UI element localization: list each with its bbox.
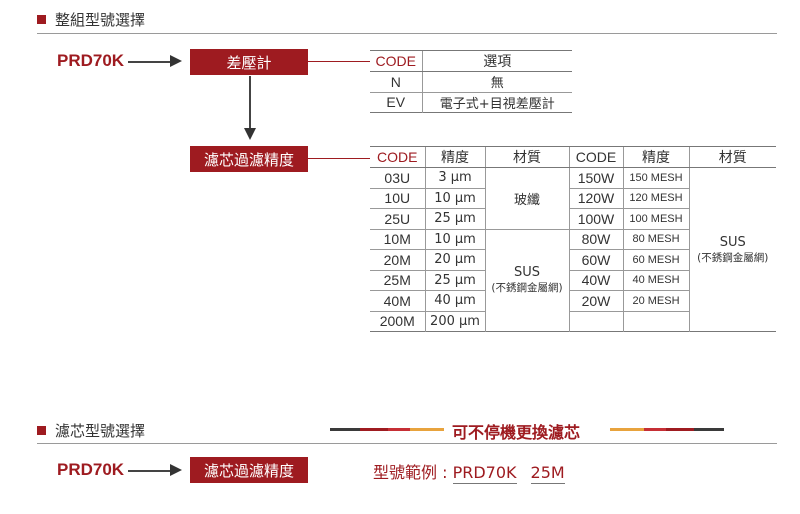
table-cell-code: EV bbox=[386, 94, 406, 111]
table-cell-empty bbox=[622, 311, 689, 332]
table-cell-code: 80W bbox=[568, 229, 623, 250]
table-cell-precision: 60 MESH bbox=[622, 249, 689, 270]
table-row: N 無 bbox=[370, 71, 572, 92]
table-cell-precision: 100 MESH bbox=[622, 208, 689, 229]
table-cell-option: 電子式+目視差壓計 bbox=[421, 92, 572, 113]
table-header-row: CODE 選項 bbox=[370, 50, 572, 72]
gauge-option-table: CODE 選項 N 無 EV 電子式+目視差壓計 bbox=[370, 50, 572, 113]
section-title: 整組型號選擇 bbox=[55, 11, 146, 29]
material-sub: (不銹鋼金屬網) bbox=[697, 251, 769, 264]
table-row: 40M 40 μm 20W 20 MESH bbox=[370, 290, 776, 311]
table-cell-code: 150W bbox=[568, 167, 623, 188]
table-row: 03U 3 μm 玻纖 150W 150 MESH SUS (不銹鋼金屬網) bbox=[370, 167, 776, 332]
banner-stripe bbox=[388, 428, 410, 431]
section-bullet-icon bbox=[37, 426, 46, 435]
table-header-precision: 精度 bbox=[424, 146, 485, 168]
table-header-code: CODE bbox=[370, 146, 425, 168]
table-cell-code: 60W bbox=[568, 249, 623, 270]
example-model: PRD70K bbox=[452, 463, 517, 484]
table-cell-code: N bbox=[390, 73, 401, 90]
table-cell-precision: 40 MESH bbox=[622, 270, 689, 291]
table-cell-precision: 3 μm bbox=[424, 167, 485, 188]
model-code: PRD70K bbox=[57, 51, 125, 70]
table-cell-code: 40W bbox=[568, 270, 623, 291]
table-cell-precision: 80 MESH bbox=[622, 229, 689, 250]
material-main: SUS bbox=[513, 265, 541, 281]
table-row: EV 電子式+目視差壓計 bbox=[370, 92, 572, 113]
table-cell-precision: 10 μm bbox=[424, 188, 485, 209]
table-header-material: 材質 bbox=[688, 146, 776, 168]
table-cell-code: 25M bbox=[383, 272, 411, 289]
banner-stripe bbox=[330, 428, 360, 431]
table-cell-precision: 25 μm bbox=[424, 270, 485, 291]
step-filter-box: 濾芯過濾精度 bbox=[190, 146, 308, 172]
table-cell-precision: 20 MESH bbox=[622, 290, 689, 311]
table-row: 10U 10 μm 120W 120 MESH bbox=[370, 188, 776, 209]
table-cell-precision: 120 MESH bbox=[622, 188, 689, 209]
table-cell-code: 20W bbox=[568, 290, 623, 311]
table-cell-option: 無 bbox=[421, 71, 572, 92]
section-divider bbox=[37, 443, 777, 444]
table-cell-code: 200M bbox=[379, 313, 415, 330]
banner-text: 可不停機更換濾芯 bbox=[452, 423, 581, 442]
table-row: 25U 25 μm 100W 100 MESH bbox=[370, 208, 776, 229]
arrow-right-icon bbox=[170, 55, 182, 67]
model-code: PRD70K bbox=[57, 460, 125, 479]
example-code: 25M bbox=[530, 463, 565, 484]
arrow-right-icon bbox=[170, 464, 182, 476]
table-header-row: CODE 精度 材質 CODE 精度 材質 bbox=[370, 146, 776, 168]
banner-stripe bbox=[360, 428, 388, 431]
table-header-code: CODE bbox=[568, 146, 623, 168]
material-main: SUS bbox=[719, 234, 746, 250]
table-row: 10M 10 μm SUS (不銹鋼金屬網) 80W 80 MESH bbox=[370, 229, 776, 332]
table-cell-code: 25U bbox=[384, 210, 411, 227]
table-header-precision: 精度 bbox=[622, 146, 689, 168]
table-cell-precision: 25 μm bbox=[424, 208, 485, 229]
table-row: 200M 200 μm bbox=[370, 311, 776, 332]
table-cell-code: 100W bbox=[568, 208, 623, 229]
table-header-option: 選項 bbox=[421, 50, 572, 72]
arrow-down-line bbox=[249, 76, 251, 130]
filter-precision-table: CODE 精度 材質 CODE 精度 材質 03U 3 μm 玻纖 150W 1… bbox=[370, 146, 776, 332]
table-cell-material: SUS (不銹鋼金屬網) bbox=[688, 167, 776, 332]
arrow-line bbox=[128, 61, 172, 63]
banner-stripe bbox=[644, 428, 666, 431]
table-cell-precision: 40 μm bbox=[424, 290, 485, 311]
table-row: 20M 20 μm 60W 60 MESH bbox=[370, 249, 776, 270]
section-title: 濾芯型號選擇 bbox=[55, 422, 146, 440]
table-cell-code: 120W bbox=[568, 188, 623, 209]
table-cell-precision: 20 μm bbox=[424, 249, 485, 270]
table-cell-precision: 10 μm bbox=[424, 229, 485, 250]
table-cell-code: 20M bbox=[383, 251, 411, 268]
banner-stripe bbox=[666, 428, 694, 431]
example-label: 型號範例 : bbox=[373, 463, 453, 482]
banner-stripe bbox=[694, 428, 724, 431]
model-example: 型號範例 : PRD70K 25M bbox=[373, 459, 565, 484]
table-cell-material: SUS (不銹鋼金屬網) bbox=[484, 229, 569, 332]
table-cell-precision: 150 MESH bbox=[622, 167, 689, 188]
section-divider bbox=[37, 33, 777, 34]
table-row: 25M 25 μm 40W 40 MESH bbox=[370, 270, 776, 291]
connector-line bbox=[308, 61, 370, 62]
material-sub: (不銹鋼金屬網) bbox=[491, 282, 563, 295]
arrow-line bbox=[128, 470, 172, 472]
table-cell-empty bbox=[568, 311, 623, 332]
step-filter-box: 濾芯過濾精度 bbox=[190, 457, 308, 483]
section-bullet-icon bbox=[37, 15, 46, 24]
table-cell-material: 玻纖 bbox=[484, 167, 569, 229]
table-cell-code: 03U bbox=[384, 169, 411, 186]
table-cell-code: 40M bbox=[383, 292, 411, 309]
table-cell-code: 10U bbox=[384, 190, 411, 207]
banner-stripe bbox=[410, 428, 444, 431]
step-gauge-box: 差壓計 bbox=[190, 49, 308, 75]
connector-line bbox=[308, 158, 370, 159]
table-cell-code: 10M bbox=[383, 231, 411, 248]
table-header-material: 材質 bbox=[484, 146, 569, 168]
banner-stripe bbox=[610, 428, 644, 431]
arrow-down-icon bbox=[244, 128, 256, 140]
table-header-code: CODE bbox=[370, 50, 422, 72]
table-cell-precision: 200 μm bbox=[424, 311, 485, 332]
